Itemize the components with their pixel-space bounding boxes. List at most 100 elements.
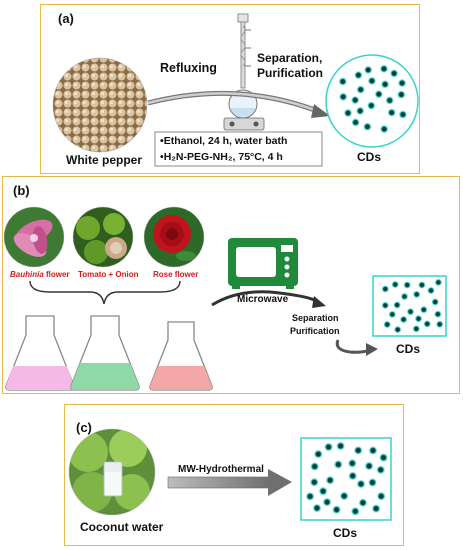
carbon-dot: [381, 301, 390, 310]
carbon-dot: [368, 446, 378, 455]
carbon-dot: [312, 503, 322, 513]
carbon-dot: [388, 310, 397, 319]
condition-1: •Ethanol, 24 h, water bath: [160, 135, 288, 147]
white-pepper-label: White pepper: [66, 153, 143, 167]
conditions-box: [154, 131, 323, 167]
carbon-dot: [347, 458, 357, 468]
carbon-dot: [356, 85, 365, 94]
carbon-dot: [431, 298, 440, 306]
cds-label-c: CDs: [333, 526, 358, 540]
carbon-dot: [351, 95, 360, 105]
carbon-dot: [325, 475, 335, 485]
cds-label-a: CDs: [357, 150, 382, 164]
carbon-dot: [339, 491, 349, 501]
carbon-dot: [385, 96, 394, 105]
white-pepper-image: [52, 57, 148, 153]
carbon-dot: [353, 446, 363, 455]
reflux-apparatus-icon: [223, 13, 265, 131]
carbon-dot: [414, 314, 423, 323]
carbon-dot: [380, 124, 389, 134]
carbon-dot: [348, 471, 358, 481]
carbon-dot: [406, 307, 415, 316]
rose-flower-label: Rose flower: [153, 270, 199, 279]
carbon-dot: [376, 491, 386, 501]
grouping-bracket: [29, 280, 181, 305]
carbon-dot: [397, 78, 407, 88]
carbon-dot: [310, 462, 320, 471]
carbon-dot: [387, 108, 396, 117]
carbon-dot: [383, 320, 392, 329]
coconut-water-label: Coconut water: [80, 520, 164, 534]
carbon-dot: [435, 320, 444, 329]
carbon-dot: [399, 315, 408, 324]
microwave-icon: [228, 238, 298, 289]
carbon-dot: [324, 442, 333, 452]
carbon-dot: [318, 486, 328, 496]
bauhinia-label: Bauhinia flower: [10, 270, 70, 279]
carbon-dot: [381, 285, 390, 293]
carbon-dot: [379, 64, 389, 74]
carbon-dot: [397, 90, 406, 99]
carbon-dot: [364, 461, 374, 471]
cds-circle-a: [325, 54, 419, 148]
carbon-dot: [393, 325, 402, 334]
carbon-dot: [363, 122, 372, 131]
flask-green-icon: [70, 315, 140, 391]
cds-dots-b: [381, 278, 444, 334]
cds-dots-c: [305, 441, 388, 516]
carbon-dot: [420, 305, 428, 314]
carbon-dot: [389, 69, 399, 78]
carbon-dot: [379, 453, 388, 462]
purification-label-b: Purification: [290, 326, 340, 336]
carbon-dot: [313, 449, 323, 459]
carbon-dot: [351, 118, 360, 127]
carbon-dot: [427, 286, 435, 295]
panel-b-label: (b): [13, 183, 30, 198]
carbon-dot: [322, 497, 332, 507]
carbon-dot: [354, 70, 363, 80]
cds-label-b: CDs: [396, 342, 421, 356]
separation-label-b: Separation: [292, 313, 339, 323]
carbon-dot: [391, 280, 400, 289]
coconut-water-image: [68, 428, 156, 516]
carbon-dot: [418, 281, 426, 289]
carbon-dot: [332, 505, 341, 515]
separation-label-a: Separation,: [257, 51, 323, 65]
carbon-dot: [367, 101, 376, 110]
carbon-dot: [364, 65, 373, 75]
carbon-dot: [336, 441, 345, 451]
carbon-dot: [376, 465, 386, 475]
condition-2: •H₂N-PEG-NH₂, 75°C, 4 h: [160, 151, 283, 163]
carbon-dot: [367, 76, 377, 86]
tomato-onion-label: Tomato + Onion: [78, 270, 139, 279]
carbon-dot: [434, 310, 442, 319]
refluxing-label: Refluxing: [160, 61, 217, 75]
carbon-dot: [412, 325, 421, 333]
carbon-dot: [356, 106, 365, 116]
carbon-dot: [403, 281, 412, 289]
carbon-dot: [374, 90, 383, 99]
carbon-dot: [309, 477, 319, 487]
flask-red-icon: [149, 321, 213, 391]
carbon-dot: [358, 498, 368, 508]
process-arrow-b1: [211, 290, 326, 308]
rose-flower-image: [143, 206, 205, 268]
cds-dots-a: [338, 64, 408, 134]
tomato-onion-image: [72, 206, 134, 268]
purification-label-a: Purification: [257, 66, 324, 80]
panel-c-label: (c): [76, 420, 92, 435]
carbon-dot: [338, 77, 347, 86]
carbon-dot: [339, 92, 348, 102]
bauhinia-flower-image: [3, 206, 65, 268]
carbon-dot: [305, 492, 315, 501]
carbon-dot: [368, 478, 377, 487]
carbon-dot: [333, 460, 343, 469]
process-arrow-a: [147, 90, 330, 118]
carbon-dot: [400, 292, 409, 301]
process-arrow-c: [167, 469, 292, 496]
flask-pink-icon: [5, 315, 75, 391]
carbon-dot: [356, 479, 366, 489]
carbon-dot: [380, 80, 390, 89]
carbon-dot: [371, 504, 381, 513]
